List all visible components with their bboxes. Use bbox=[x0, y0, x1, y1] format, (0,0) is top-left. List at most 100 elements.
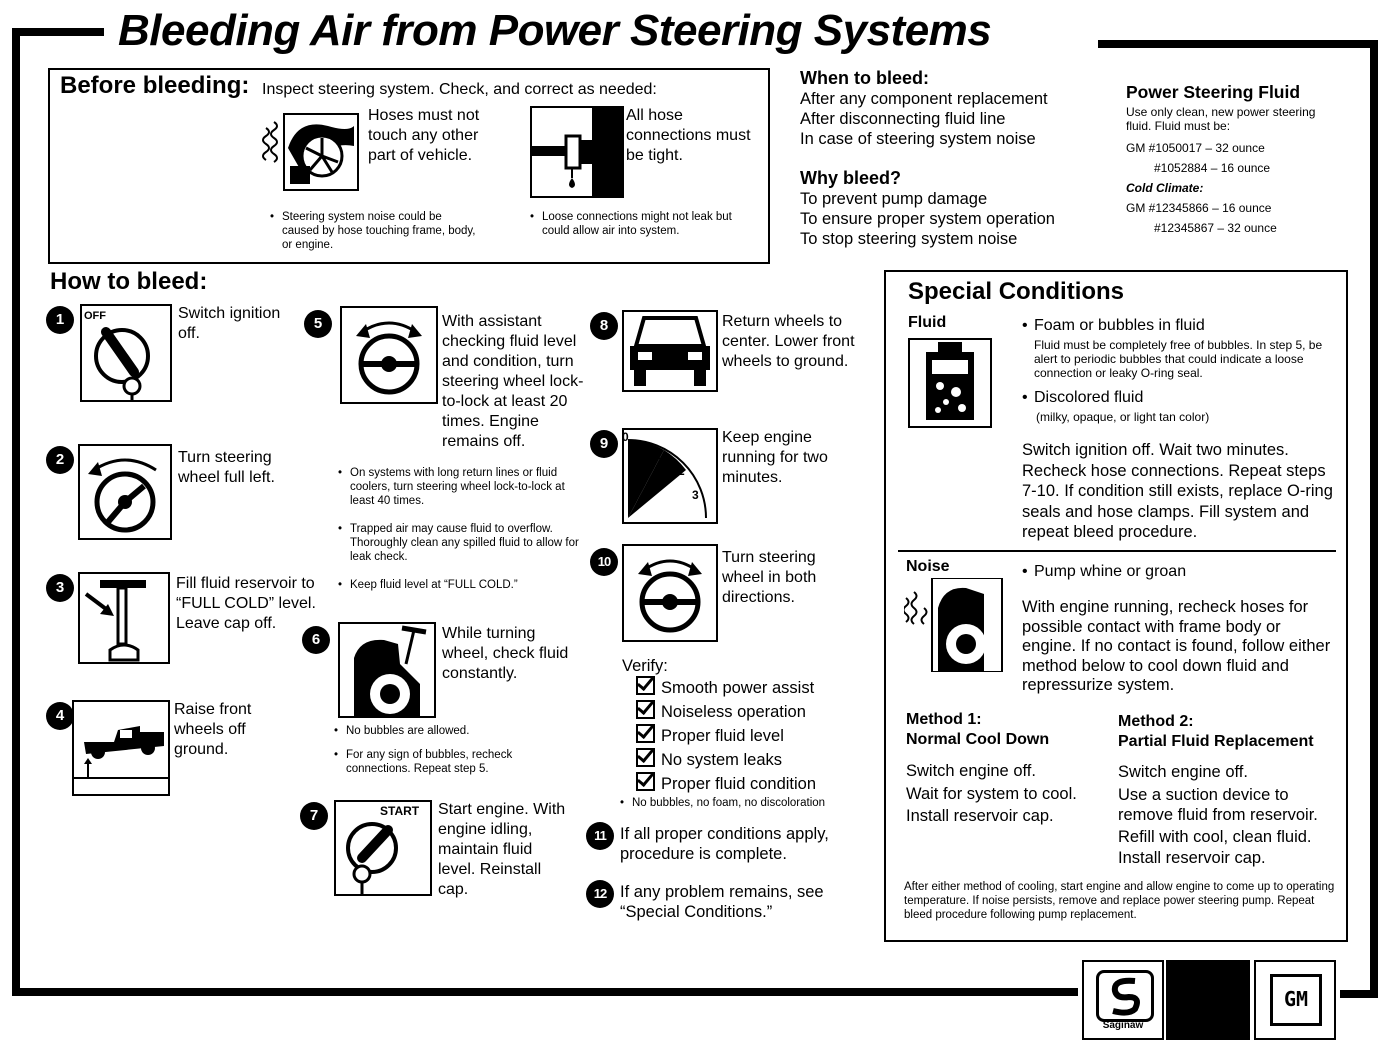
fluid-part: GM #12345866 – 16 ounce bbox=[1126, 201, 1272, 215]
connections-text: All hose connections must be tight. bbox=[626, 107, 751, 164]
before-intro: Inspect steering system. Check, and corr… bbox=[262, 81, 657, 98]
checkbox-icon bbox=[636, 748, 655, 767]
step-number: 10 bbox=[590, 548, 618, 576]
fluid-heading: Power Steering Fluid bbox=[1126, 82, 1301, 102]
step-text: If all proper conditions apply, procedur… bbox=[620, 825, 829, 863]
foam-note: Fluid must be completely free of bubbles… bbox=[1034, 338, 1323, 380]
step-text: Keep engine running for two minutes. bbox=[722, 429, 828, 486]
why-line: To stop steering system noise bbox=[800, 230, 1018, 248]
method-2-subtitle: Partial Fluid Replacement bbox=[1118, 733, 1314, 750]
step-text: Fill fluid reservoir to “FULL COLD” leve… bbox=[176, 575, 316, 632]
frame-top-right bbox=[1098, 40, 1378, 48]
step-text: While turning wheel, check fluid constan… bbox=[442, 625, 569, 682]
step6-note: For any sign of bubbles, recheck connect… bbox=[334, 748, 566, 776]
step-number: 1 bbox=[46, 306, 74, 334]
special-footer: After either method of cooling, start en… bbox=[904, 881, 1335, 921]
fluid-part: #12345867 – 32 ounce bbox=[1154, 221, 1277, 235]
gauge-tick: 0 bbox=[622, 430, 629, 444]
verify-section: Verify: Smooth power assist Noiseless op… bbox=[622, 656, 816, 796]
frame-bottom-right bbox=[1340, 990, 1378, 998]
divider bbox=[898, 550, 1336, 552]
pump-check-icon bbox=[338, 622, 436, 718]
foam-item: Foam or bubbles in fluid bbox=[1022, 316, 1205, 336]
before-heading: Before bleeding: bbox=[60, 72, 250, 99]
discolored-item: Discolored fluid bbox=[1022, 388, 1143, 408]
fluid-intro: Use only clean, new power steering fluid… bbox=[1126, 105, 1316, 133]
step-text: With assistant checking fluid level and … bbox=[442, 313, 584, 450]
fluid-label: Fluid bbox=[908, 314, 947, 331]
step-number: 8 bbox=[590, 312, 618, 340]
fluid-section: Power Steering Fluid Use only clean, new… bbox=[1126, 82, 1346, 235]
why-line: To prevent pump damage bbox=[800, 190, 988, 208]
pump-noise-icon bbox=[902, 577, 1004, 673]
noise-label: Noise bbox=[906, 558, 950, 575]
fluid-reservoir-icon bbox=[78, 572, 170, 664]
method-1-line: Wait for system to cool. bbox=[906, 784, 1077, 803]
gm-emblem: GM bbox=[1270, 974, 1322, 1026]
when-heading: When to bleed: bbox=[800, 68, 929, 88]
fluid-part: #1052884 – 16 ounce bbox=[1154, 161, 1271, 175]
step-text: Start engine. With engine idling, mainta… bbox=[438, 801, 566, 898]
how-heading: How to bleed: bbox=[50, 268, 208, 295]
steering-wheel-both-icon bbox=[622, 544, 718, 642]
checkbox-icon bbox=[636, 724, 655, 743]
hose-touch-icon bbox=[260, 108, 360, 192]
special-heading: Special Conditions bbox=[908, 278, 1125, 305]
checkbox-icon bbox=[636, 676, 655, 695]
hoses-text: Hoses must not touch any other part of v… bbox=[368, 107, 480, 164]
method-1-title: Method 1: bbox=[906, 711, 982, 728]
step-number: 7 bbox=[300, 802, 328, 830]
cold-climate-label: Cold Climate: bbox=[1126, 181, 1204, 195]
verify-item: No system leaks bbox=[636, 748, 816, 772]
checkbox-icon bbox=[636, 772, 655, 791]
when-line: In case of steering system noise bbox=[800, 130, 1036, 148]
start-label: START bbox=[380, 804, 420, 818]
off-label: OFF bbox=[84, 310, 106, 322]
connections-note: Loose connections might not leak but cou… bbox=[530, 210, 752, 238]
verify-item: Proper fluid condition bbox=[636, 772, 816, 796]
step-number: 2 bbox=[46, 446, 74, 474]
raised-truck-icon bbox=[72, 700, 170, 796]
gauge-tick: 3 bbox=[692, 488, 699, 502]
before-bleeding-box: Before bleeding: Inspect steering system… bbox=[48, 68, 770, 264]
frame-top-left bbox=[12, 28, 104, 36]
method-1-line: Install reservoir cap. bbox=[906, 807, 1054, 825]
when-line: After disconnecting fluid line bbox=[800, 110, 1006, 128]
step-text: Turn steering wheel in both directions. bbox=[722, 549, 817, 606]
frame-right bbox=[1370, 40, 1378, 998]
step5-note: On systems with long return lines or flu… bbox=[338, 466, 586, 508]
when-line: After any component replacement bbox=[800, 90, 1048, 108]
checkbox-icon bbox=[636, 700, 655, 719]
step-text: Raise front wheels off ground. bbox=[174, 701, 252, 758]
step5-note: Trapped air may cause fluid to overflow.… bbox=[338, 522, 586, 564]
black-panel bbox=[1166, 960, 1250, 1040]
saginaw-label: Saginaw bbox=[1102, 1020, 1144, 1031]
special-conditions-box: Special Conditions Fluid Foam or bubbles… bbox=[884, 270, 1348, 942]
method-2-line: Use a suction device to remove fluid fro… bbox=[1118, 786, 1318, 824]
why-heading: Why bleed? bbox=[800, 168, 902, 188]
ignition-start-icon bbox=[334, 800, 432, 896]
page-title: Bleeding Air from Power Steering Systems bbox=[118, 6, 992, 55]
method-2-line: Switch engine off. bbox=[1118, 763, 1248, 781]
why-line: To ensure proper system operation bbox=[800, 210, 1055, 228]
method-2-line: Install reservoir cap. bbox=[1118, 849, 1266, 867]
frame-left bbox=[12, 28, 20, 996]
method-1-subtitle: Normal Cool Down bbox=[906, 731, 1050, 748]
fluid-bubbles-icon bbox=[908, 338, 992, 428]
step-number: 11 bbox=[586, 822, 614, 850]
method-2-title: Method 2: bbox=[1118, 713, 1194, 730]
verify-item: Noiseless operation bbox=[636, 700, 816, 724]
steering-wheel-left-icon bbox=[78, 444, 172, 540]
method-2: Method 2: Partial Fluid Replacement Swit… bbox=[1118, 712, 1342, 869]
why-section: Why bleed? To prevent pump damage To ens… bbox=[800, 168, 1055, 249]
discolored-note: (milky, opaque, or light tan color) bbox=[1036, 410, 1210, 424]
gauge-tick: 2 bbox=[678, 464, 685, 478]
step-text: Turn steering wheel full left. bbox=[178, 449, 275, 486]
method-2-line: Refill with cool, clean fluid. bbox=[1118, 828, 1312, 846]
step-text: Return wheels to center. Lower front whe… bbox=[722, 313, 855, 370]
step-number: 3 bbox=[46, 574, 74, 602]
steering-wheel-lock-to-lock-icon bbox=[340, 306, 438, 404]
noise-action: With engine running, recheck hoses for p… bbox=[1022, 598, 1331, 694]
step-text: If any problem remains, see “Special Con… bbox=[620, 883, 824, 921]
when-section: When to bleed: After any component repla… bbox=[800, 68, 1048, 149]
